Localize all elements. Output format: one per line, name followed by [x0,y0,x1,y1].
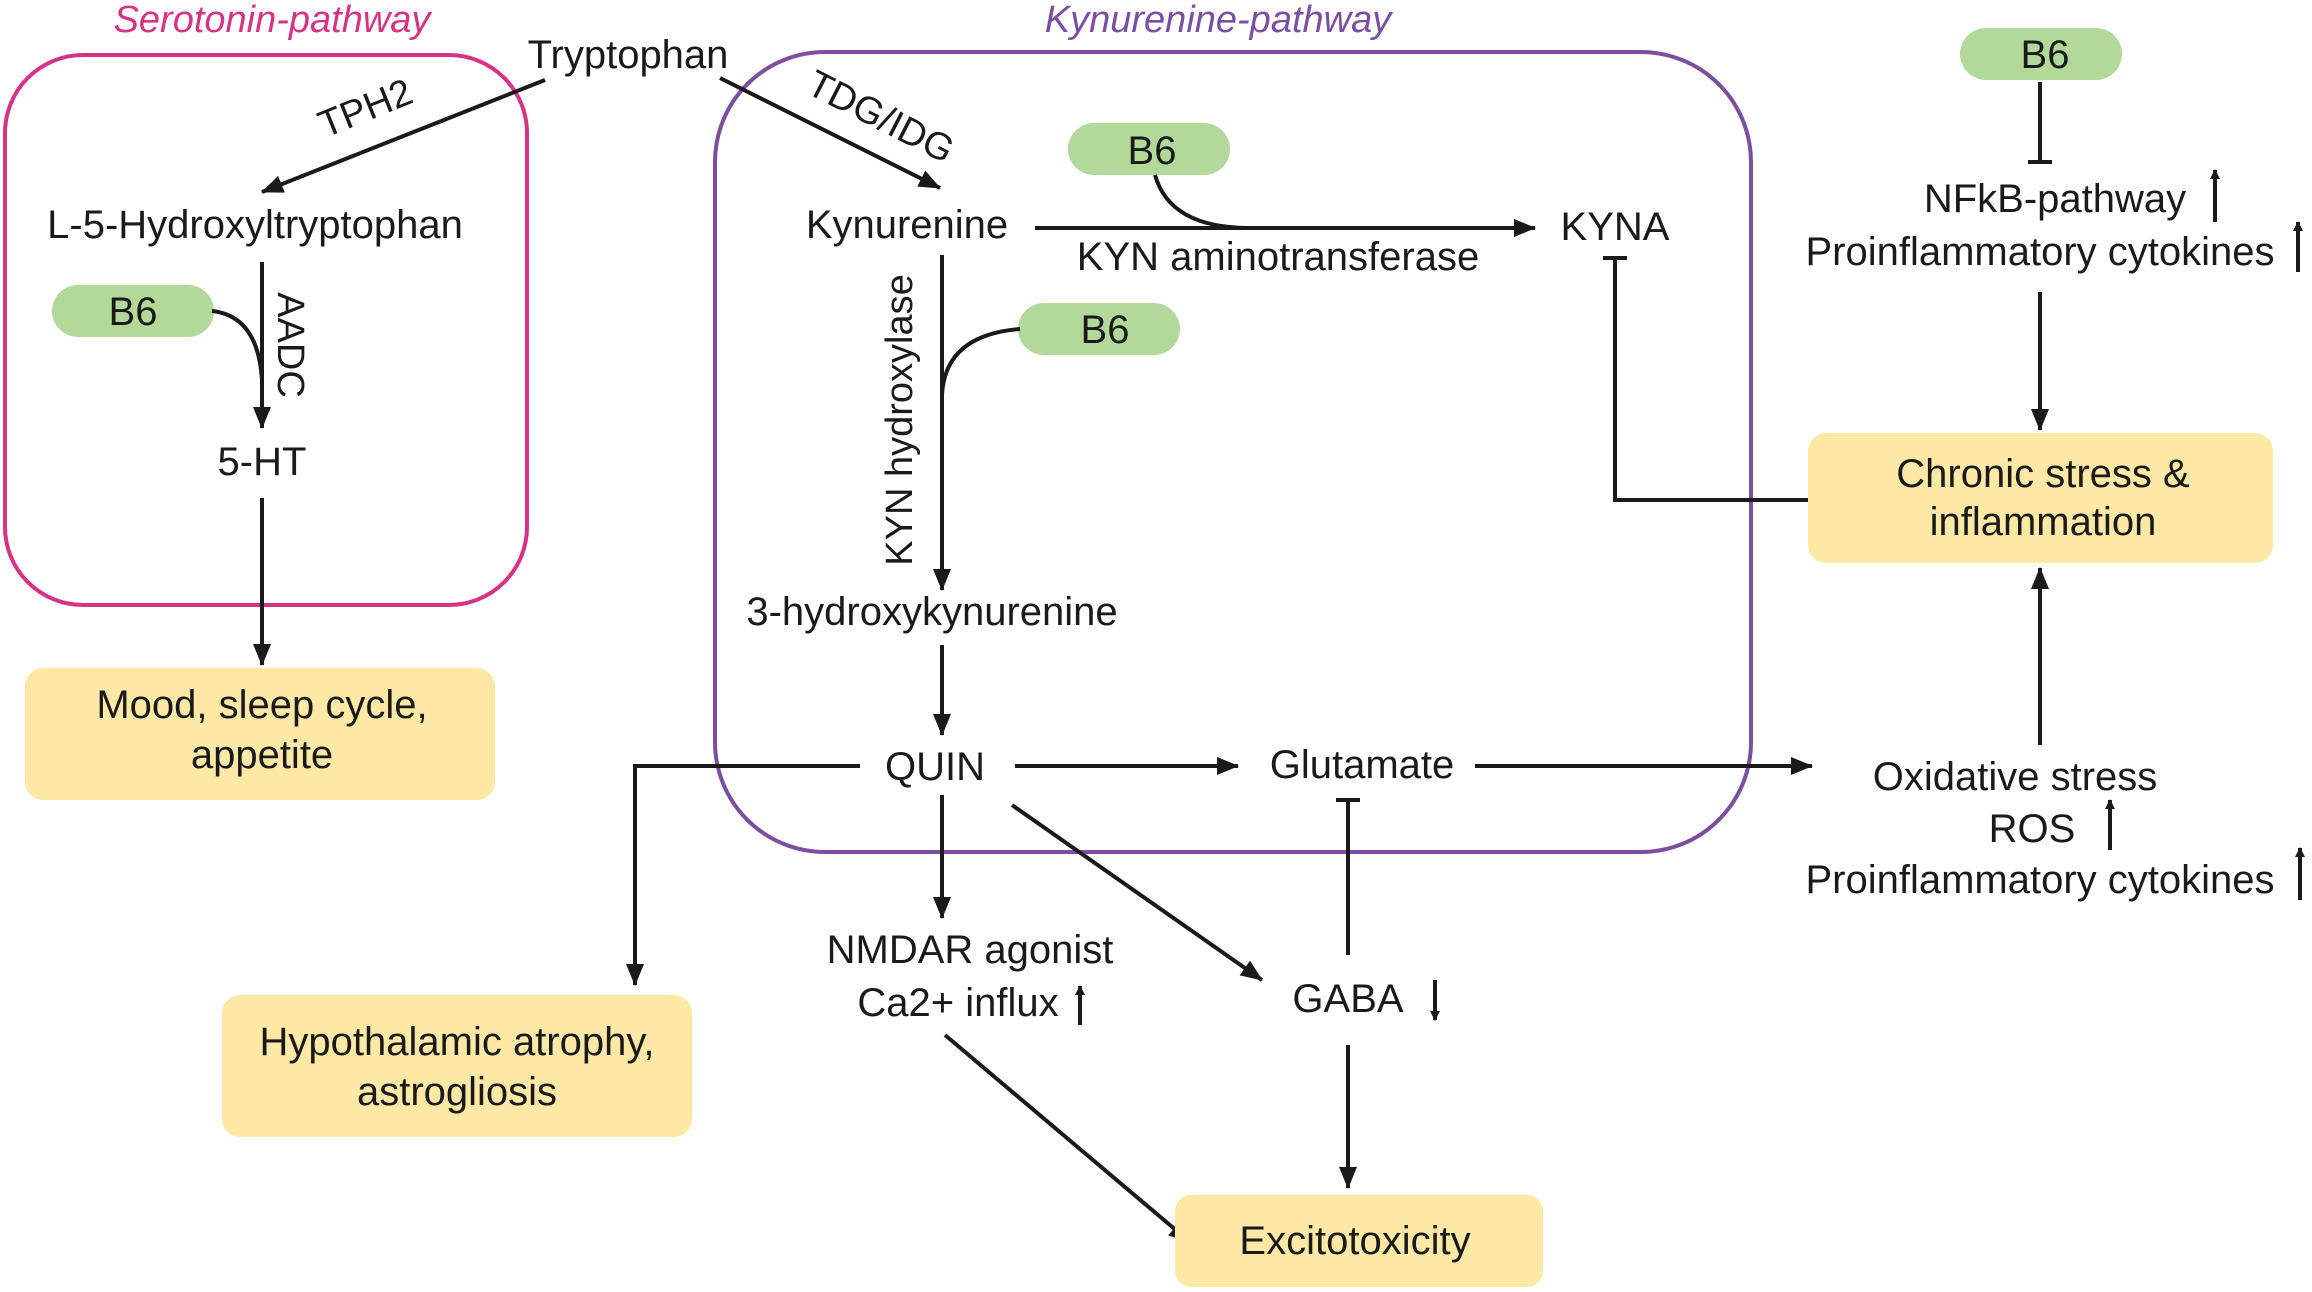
nmdar-line2: Ca2+ influx [857,981,1058,1025]
hypothalamic-line1: Hypothalamic atrophy, [260,1020,655,1064]
b6-hydroxylase-connector [940,327,1021,396]
kynurenine-pathway-title: Kynurenine-pathway [1045,0,1393,41]
kyn-hydroxylase-label: KYN hydroxylase [879,274,921,565]
b6-label-aadc: B6 [109,290,158,334]
chronic-line1: Chronic stress & [1896,452,2190,496]
chronic-line2: inflammation [1930,500,2157,544]
b6-pill-hydroxylase [1018,303,1180,355]
l5htp-label: L-5-Hydroxyltryptophan [47,203,463,247]
glutamate-label: Glutamate [1270,743,1455,787]
hypothalamic-line2: astrogliosis [357,1070,557,1114]
b6-label-hydroxylase: B6 [1081,308,1130,352]
quin-label: QUIN [885,745,985,789]
nfkb-line2: Proinflammatory cytokines [1805,230,2274,274]
quin-to-gaba-arrow [1010,803,1264,982]
mood-box [25,668,495,800]
excitotoxicity-label: Excitotoxicity [1239,1219,1470,1263]
chronic-inhibits-kyna [1613,258,1808,502]
tph2-arrow [261,78,546,194]
tdg-arrow [719,76,941,190]
oxidative-line3: Proinflammatory cytokines [1805,858,2274,902]
b6-label-aminotransferase: B6 [1128,129,1177,173]
oxidative-line2: ROS [1989,807,2076,851]
excitotoxicity-box [1175,1195,1543,1287]
nmdar-line1: NMDAR agonist [827,928,1114,972]
mood-line1: Mood, sleep cycle, [96,683,427,727]
mood-line2: appetite [191,733,333,777]
serotonin-pathway-title: Serotonin-pathway [114,0,433,41]
kyna-label: KYNA [1561,205,1670,249]
oxidative-line1: Oxidative stress [1873,755,2158,799]
serotonin-pathway-box [3,53,529,607]
b6-pill-aminotransferase [1068,123,1230,175]
5ht-label: 5-HT [218,440,307,484]
3-hydroxykynurenine-label: 3-hydroxykynurenine [746,590,1117,634]
b6-aminotransferase-connector [1153,174,1251,230]
kynurenine-pathway-box [713,50,1753,854]
b6-aadc-connector [211,309,264,381]
hypothalamic-box [222,995,692,1137]
gaba-label: GABA [1292,977,1403,1021]
tryptophan-label: Tryptophan [528,33,729,77]
kynurenine-label: Kynurenine [806,203,1008,247]
b6-label-nfkb: B6 [2021,33,2070,77]
tdg-label: TDG/IDG [800,63,960,172]
nfkb-line1: NFkB-pathway [1924,177,2186,221]
quin-to-hypothalamic-arrow [626,764,860,986]
aadc-label: AADC [269,292,311,398]
kyn-aminotransferase-label: KYN aminotransferase [1077,235,1479,279]
b6-pill-aadc [52,285,214,337]
chronic-stress-box [1808,433,2273,563]
nmdar-to-excitotoxicity-arrow [943,1033,1192,1244]
b6-pill-nfkb [1960,28,2122,80]
